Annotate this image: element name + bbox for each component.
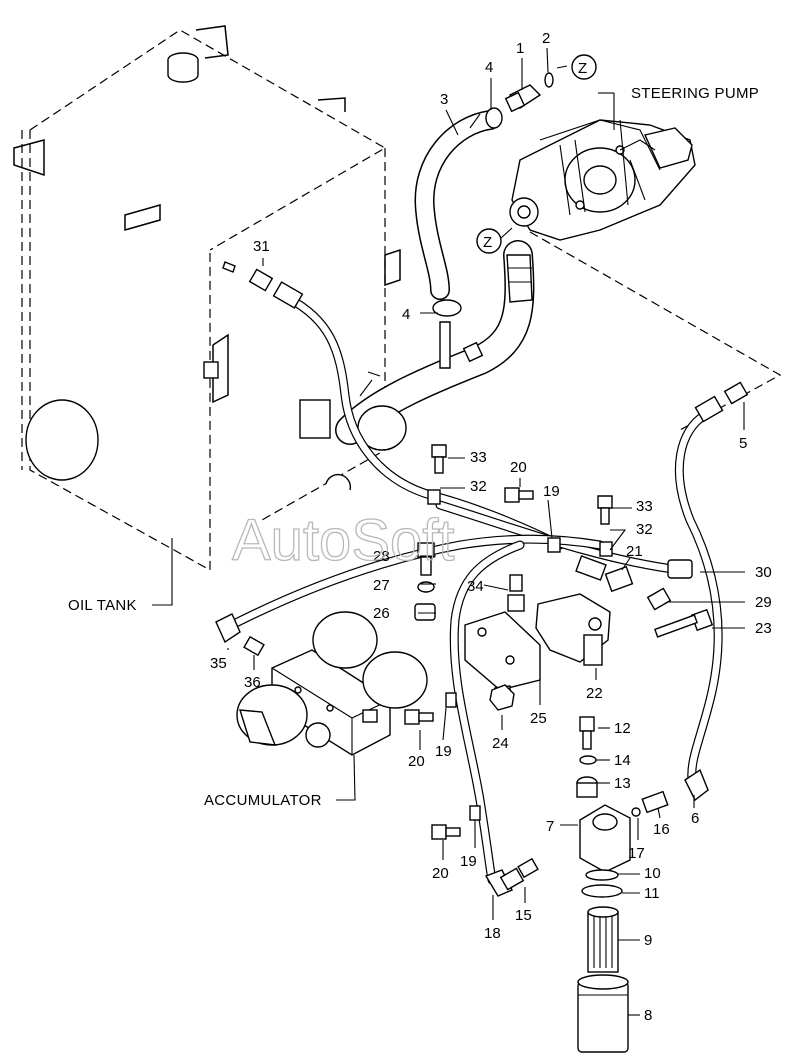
watermark: AutoSoft: [232, 508, 454, 573]
callout-9: 9: [644, 932, 652, 949]
callout-33b: 33: [636, 498, 653, 515]
hose-3: [414, 110, 500, 300]
steering-pump-label: STEERING PUMP: [631, 85, 759, 102]
callout-21: 21: [626, 543, 643, 560]
callout-18: 18: [484, 925, 501, 942]
view-z-top: Z: [578, 60, 587, 77]
clip-19: [547, 537, 561, 553]
fitting-1: [504, 84, 542, 113]
callout-11: 11: [644, 885, 660, 902]
view-z-circle-top: [571, 54, 597, 80]
callout-1: 1: [516, 40, 524, 57]
callout-19c: 19: [460, 853, 477, 870]
callout-8: 8: [644, 1007, 652, 1024]
callout-22: 22: [586, 685, 603, 702]
bolt-20: [404, 487, 534, 840]
callout-16: 16: [653, 821, 670, 838]
clip-32b: [599, 541, 613, 557]
hose-5-6: [674, 381, 749, 802]
callout-numbers: 1 2 3 4 4 5 6 7 8 9 10 11 12 13 14 15 16…: [210, 30, 772, 1024]
o-ring-2: [544, 72, 554, 88]
callout-7: 7: [546, 818, 554, 835]
bolt-23: [654, 608, 714, 638]
callout-15: 15: [515, 907, 532, 924]
steering-pump: [509, 119, 696, 241]
suction-pipe: [335, 240, 535, 451]
callout-6: 6: [691, 810, 699, 827]
callout-4b: 4: [402, 306, 410, 323]
callout-14: 14: [614, 752, 631, 769]
view-z-circle-mid: [476, 228, 502, 254]
callout-4: 4: [485, 59, 493, 76]
callout-27: 27: [373, 577, 390, 594]
leader-lines: [152, 47, 745, 1016]
callout-33: 33: [470, 449, 487, 466]
fitting-34: [507, 574, 525, 612]
callout-28: 28: [373, 548, 390, 565]
callout-19b: 19: [435, 743, 452, 760]
view-z-mid: Z: [483, 234, 492, 251]
valve-22: [535, 565, 634, 666]
filter-stack: [576, 716, 669, 1053]
accumulator-label: ACCUMULATOR: [204, 792, 322, 809]
hose-31: [222, 261, 565, 550]
oil-tank-label: OIL TANK: [68, 597, 137, 614]
bolt-33: [431, 444, 613, 525]
callout-10: 10: [644, 865, 661, 882]
callout-13: 13: [614, 775, 631, 792]
clamp-4: [432, 107, 503, 369]
callout-30: 30: [755, 564, 772, 581]
hose-18: [449, 540, 539, 897]
fitting-29: [646, 587, 672, 611]
callout-31: 31: [253, 238, 270, 255]
callout-2: 2: [542, 30, 550, 47]
pump-leader-dashed: [529, 231, 782, 431]
clip-32: [427, 489, 441, 505]
callout-32b: 32: [636, 521, 653, 538]
accumulator: [236, 611, 428, 756]
nut-24: [489, 684, 515, 711]
callout-24: 24: [492, 735, 509, 752]
callout-5: 5: [739, 435, 747, 452]
callout-20c: 20: [432, 865, 449, 882]
callout-36: 36: [244, 674, 261, 691]
callout-17: 17: [628, 845, 645, 862]
clip-19c: [469, 805, 481, 821]
callout-23: 23: [755, 620, 772, 637]
clip-19b: [445, 692, 457, 708]
callout-35: 35: [210, 655, 227, 672]
fitting-28-27-26: [414, 542, 436, 621]
callout-20b: 20: [408, 753, 425, 770]
callout-20: 20: [510, 459, 527, 476]
callout-12: 12: [614, 720, 631, 737]
callout-19: 19: [543, 483, 560, 500]
callout-34: 34: [467, 578, 484, 595]
oil-tank: [13, 25, 401, 572]
callout-26: 26: [373, 605, 390, 622]
callout-32: 32: [470, 478, 487, 495]
callout-29: 29: [755, 594, 772, 611]
callout-3: 3: [440, 91, 448, 108]
callout-25: 25: [530, 710, 547, 727]
